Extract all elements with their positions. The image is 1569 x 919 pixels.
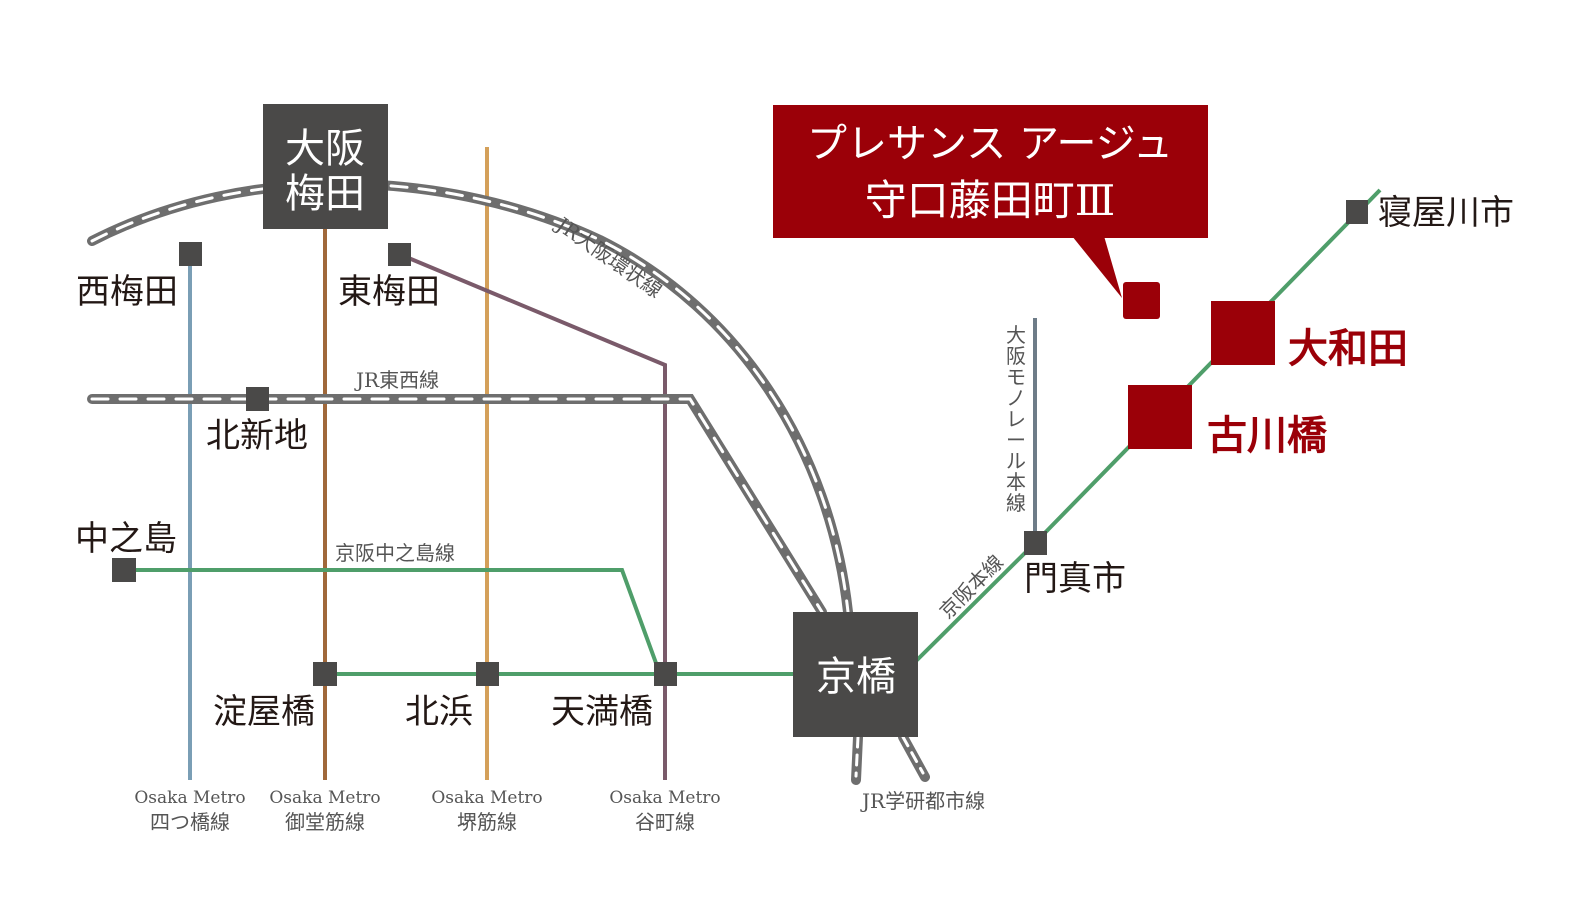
station-kyobashi[interactable]: 京橋: [793, 612, 918, 737]
umeda-label-1: 大阪: [285, 126, 365, 172]
label-furukawabashi: 古川橋: [1207, 412, 1327, 459]
station-temmabashi[interactable]: [654, 662, 677, 686]
label-neyagawa: 寝屋川市: [1378, 193, 1514, 233]
property-name-line1: プレサンス アージュ: [807, 121, 1173, 167]
station-nakanoshima[interactable]: [112, 558, 136, 582]
label-gakkentoshi-line: JR学研都市線: [860, 789, 985, 813]
station-kitahama[interactable]: [476, 662, 499, 686]
label-kadoma: 門真市: [1024, 559, 1126, 599]
label-sakaisuji-line: 堺筋線: [457, 810, 517, 834]
label-nishiumeda: 西梅田: [76, 272, 178, 312]
property-name-line2: 守口藤田町Ⅲ: [865, 176, 1116, 225]
station-kitashinchi[interactable]: [246, 387, 269, 411]
label-metro-yotsubashi: Osaka Metro: [134, 788, 245, 808]
label-temmabashi: 天満橋: [551, 692, 653, 732]
tanimachi-line: [398, 252, 667, 780]
label-owada: 大和田: [1288, 325, 1408, 372]
property-callout: プレサンス アージュ 守口藤田町Ⅲ: [773, 105, 1208, 298]
label-monorail-line: 大阪モノレール本線: [1006, 323, 1026, 515]
label-tanimachi-line: 谷町線: [635, 810, 695, 834]
station-nishiumeda[interactable]: [179, 242, 202, 266]
label-yodoyabashi: 淀屋橋: [213, 692, 315, 732]
station-yodoyabashi[interactable]: [313, 662, 337, 686]
umeda-label-2: 梅田: [285, 171, 365, 217]
label-kitashinchi: 北新地: [206, 416, 308, 456]
label-midosuji-line: 御堂筋線: [285, 810, 365, 834]
jr-loop-line: [87, 178, 853, 617]
label-yotsubashi-line: 四つ橋線: [150, 810, 230, 834]
station-furukawabashi[interactable]: [1128, 385, 1192, 449]
station-higashiumeda[interactable]: [388, 243, 411, 266]
label-nakanoshima: 中之島: [75, 519, 177, 559]
jr-gakkentoshi-line: [851, 732, 930, 785]
label-kitahama: 北浜: [405, 692, 473, 732]
station-umeda[interactable]: 大阪 梅田: [263, 104, 388, 229]
property-marker[interactable]: [1123, 282, 1160, 319]
label-metro-tanimachi: Osaka Metro: [609, 788, 720, 808]
label-metro-midosuji: Osaka Metro: [269, 788, 380, 808]
label-tozai-line: JR東西線: [354, 368, 439, 392]
label-higashiumeda: 東梅田: [338, 272, 440, 312]
label-nakanoshima-line: 京阪中之島線: [335, 541, 455, 565]
label-keihan-line: 京阪本線: [935, 550, 1009, 624]
station-kadoma[interactable]: [1024, 531, 1047, 555]
station-owada[interactable]: [1211, 301, 1275, 365]
station-neyagawa[interactable]: [1346, 200, 1368, 224]
kyobashi-label: 京橋: [816, 654, 896, 700]
jr-tozai-line: [87, 394, 827, 617]
label-loop-line: JR大阪環状線: [550, 211, 666, 302]
label-metro-sakaisuji: Osaka Metro: [431, 788, 542, 808]
keihan-nakanoshima-line: [124, 568, 662, 675]
